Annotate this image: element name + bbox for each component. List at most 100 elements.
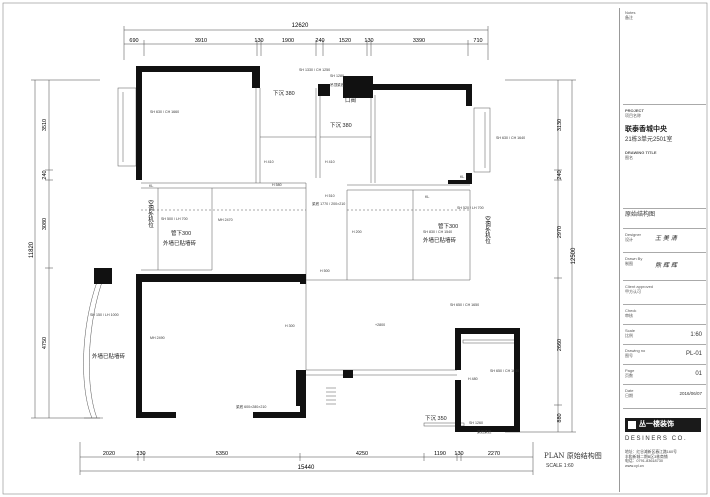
room-label-ac-left: 空调外机位	[147, 199, 154, 228]
note-height-3: H 580	[272, 183, 282, 187]
date-value: 2016/06/07	[679, 391, 702, 396]
dim-left-2: 240	[42, 170, 48, 179]
check-label-cn: 审核	[625, 313, 633, 318]
dim-right-2: 240	[557, 170, 563, 179]
note-beam-1: 梁底 1770 / 200×210	[312, 201, 345, 206]
top-dimension-chain	[123, 26, 489, 60]
dim-bottom-total: 15440	[298, 465, 315, 471]
dim-top-9: 710	[473, 38, 482, 44]
drawn-by-label: Drawn By	[625, 256, 643, 261]
client-approved-label: Client approved	[625, 284, 654, 289]
note-kl-2: KL	[425, 195, 429, 199]
room-label-sunken-350: 下沉 350	[425, 414, 447, 422]
note-height-7: H 300	[285, 324, 295, 328]
drawing-no-label: Drawing no	[625, 348, 646, 353]
drawn-by-label-cn: 制图	[625, 261, 633, 266]
drawing-title-label: DRAWING TITLE	[625, 150, 657, 156]
project-unit: 21栋3单元2501室	[625, 136, 673, 143]
note-height-2: H 410	[325, 160, 335, 164]
company-website: www.cyl.cn	[625, 464, 644, 469]
date-label: Date	[625, 388, 634, 393]
room-label-pipe-b: 管下300	[438, 222, 458, 230]
dim-left-1: 3510	[42, 119, 48, 131]
room-label-tile-c: 外墙已贴墙砖	[92, 352, 126, 360]
logo-text: 丛一楼装饰	[639, 421, 674, 428]
note-window-3: SH 1330 / CH 1250	[299, 68, 330, 72]
note-height-8: H 480	[468, 377, 478, 381]
date-label-cn: 日期	[625, 393, 633, 398]
note-window-6: SH 520 / LH 700	[457, 206, 484, 210]
note-mh-1: MH 2490	[150, 336, 165, 340]
drawn-by-signature: 熊 辉 辉	[655, 262, 677, 269]
note-height-9: +2800	[375, 323, 385, 327]
drawing-title-label-cn: 图名	[625, 155, 633, 161]
client-approved-label-cn: 甲方认可	[625, 289, 641, 294]
designer-signature: 王 美 清	[655, 235, 677, 242]
plan-caption: PLAN 原始结构图	[544, 452, 602, 460]
note-window-4: SH 1280	[330, 74, 344, 78]
note-window-11: SH 1260	[469, 421, 483, 425]
room-label-ac-right: 空调外机位	[484, 215, 491, 244]
drawing-title: 原始结构图	[625, 212, 656, 218]
company-logo: 丛一楼装饰	[625, 418, 701, 432]
company-tagline: DESINERS CO.	[625, 436, 688, 442]
dim-bottom-5: 1190	[434, 451, 446, 457]
room-label-tile-a: 外墙已贴墙砖	[163, 239, 197, 247]
dim-right-total: 12500	[571, 247, 577, 264]
project-label: PROJECT	[625, 108, 644, 113]
dim-bottom-2: 230	[136, 451, 145, 457]
dim-left-total: 11820	[29, 241, 35, 258]
room-label-sunken-380-a: 下沉 380	[273, 89, 295, 97]
left-dimension-chain	[31, 79, 100, 419]
drawing-no-value: PL-01	[685, 351, 702, 357]
room-label-entry: 口阀	[345, 96, 356, 104]
designer-label: Designer	[625, 232, 642, 237]
logo-mark-icon	[628, 421, 636, 429]
note-height-1: H 410	[264, 160, 274, 164]
room-label-pipe-a: 管下300	[171, 229, 191, 237]
designer-label-cn: 设计	[625, 237, 633, 242]
dim-top-6: 1520	[339, 38, 351, 44]
note-ceiling-2: 梁底梁底	[477, 429, 492, 434]
note-window-10: SH 150 / LH 1000	[90, 313, 119, 317]
scale-label-cn: 比例	[625, 333, 633, 338]
dim-bottom-6: 130	[454, 451, 463, 457]
project-label-cn: 项目名称	[625, 113, 641, 118]
note-window-9: SH 650 / CH 1640	[490, 369, 519, 373]
dim-bottom-3: 5350	[216, 451, 228, 457]
room-label-tile-b: 外墙已贴墙砖	[423, 236, 457, 244]
dim-top-8: 3390	[413, 38, 425, 44]
scale-label: Scale	[625, 328, 636, 333]
company-address-2: 丰和新城二期B区3栋商铺	[625, 454, 668, 459]
note-mh-2: MH 2470	[218, 218, 233, 222]
dim-top-5: 240	[315, 38, 324, 44]
dim-left-4: 4750	[42, 337, 48, 349]
scale-value: 1:60	[690, 332, 702, 338]
note-window-1: SH 630 / CH 1660	[150, 110, 179, 114]
dim-right-1: 3130	[557, 119, 563, 131]
note-height-5: H 200	[352, 230, 362, 234]
note-beam-2: 梁底 600×280×210	[236, 404, 266, 409]
note-ceiling-1: 吊顶梁底	[330, 82, 345, 87]
dim-top-2: 3910	[195, 38, 207, 44]
dim-top-4: 1900	[282, 38, 294, 44]
page-label: Page	[625, 368, 635, 373]
note-height-6: H 500	[320, 269, 330, 273]
page-value: 01	[695, 371, 702, 377]
title-block: Notes 备注 PROJECT 项目名称 联泰香城中央 21栋3单元2501室…	[619, 8, 706, 492]
dim-bottom-7: 2270	[488, 451, 500, 457]
company-phone: 电话：0791-83618730	[625, 459, 663, 464]
company-address: 地址：红谷滩新区春江路160号	[625, 450, 677, 454]
bottom-dimension-chain	[79, 442, 534, 475]
note-window-2: SH 630 / CH 1640	[496, 136, 525, 140]
dim-bottom-4: 4250	[356, 451, 368, 457]
dim-top-1: 690	[129, 38, 138, 44]
room-label-sunken-380-b: 下沉 380	[330, 121, 352, 129]
scale-caption: SCALE 1:60	[546, 463, 574, 469]
dim-top-total: 12620	[292, 23, 309, 29]
project-name: 联泰香城中央	[625, 126, 667, 133]
note-window-8: SH 650 / CH 1650	[450, 303, 479, 307]
note-window-7: SH 830 / CH 1540	[423, 230, 452, 234]
check-label: Check	[625, 308, 637, 313]
dim-left-3: 3080	[42, 218, 48, 230]
